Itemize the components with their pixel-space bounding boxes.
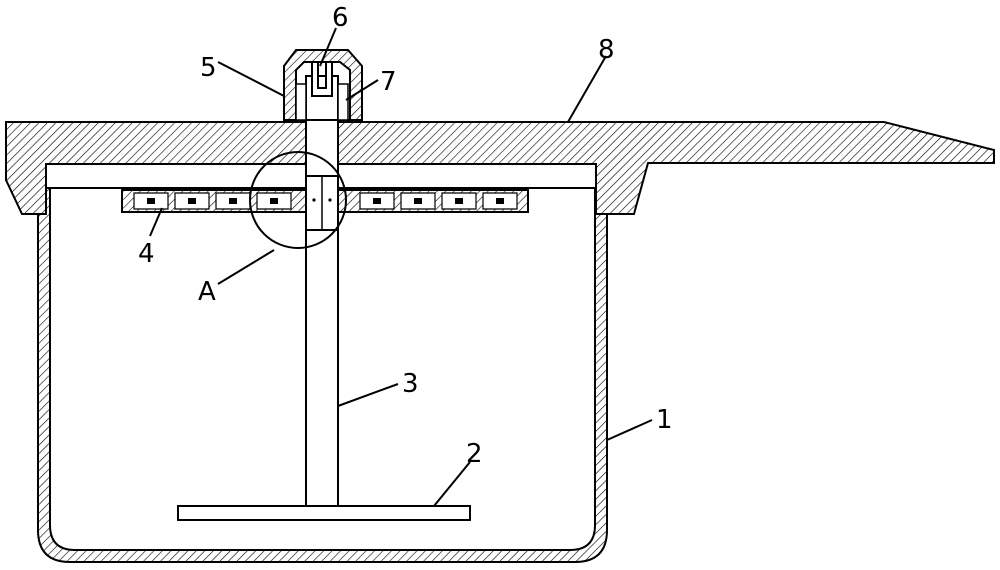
label-8: 8 [598, 35, 615, 65]
label-4: 4 [138, 239, 155, 269]
label-3: 3 [402, 369, 419, 399]
label-5: 5 [200, 53, 217, 83]
leader-a [217, 249, 275, 285]
label-2: 2 [466, 439, 483, 469]
leader-1 [606, 419, 653, 441]
shaft [305, 75, 339, 507]
detail-circle-a [249, 151, 347, 249]
leader-4 [149, 207, 163, 237]
leader-7 [345, 79, 379, 101]
blade-marks [147, 198, 504, 204]
label-1: 1 [656, 405, 673, 435]
label-7: 7 [380, 67, 397, 97]
cap-sleeve-left [295, 83, 307, 121]
label-6: 6 [332, 3, 349, 33]
lid-plate [5, 121, 995, 215]
container-wall [37, 187, 608, 563]
leader-3 [337, 383, 399, 407]
leader-8 [567, 55, 607, 123]
inner-cap [311, 61, 333, 97]
cap [283, 49, 363, 121]
cap-sleeve-right [337, 83, 349, 121]
label-a: A [198, 277, 216, 307]
leader-2 [433, 461, 471, 507]
base-plate [177, 505, 471, 521]
leader-5 [217, 61, 285, 97]
leader-6 [319, 27, 337, 67]
